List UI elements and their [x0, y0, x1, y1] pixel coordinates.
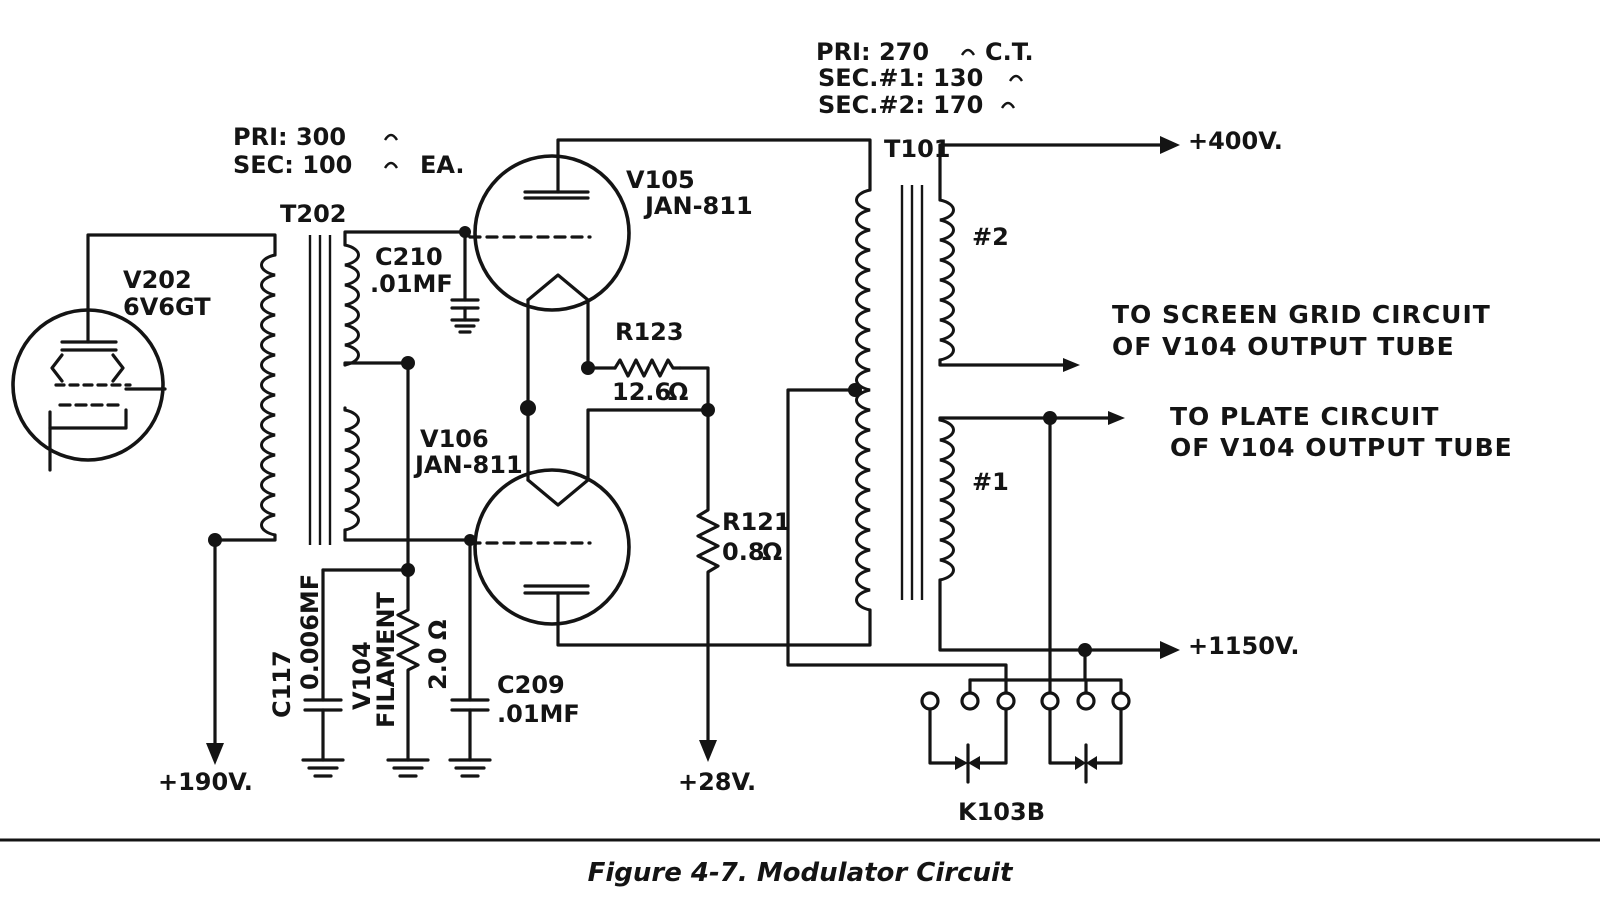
- r121-ohm: Ω: [762, 538, 782, 566]
- c210-ref: C210: [375, 243, 443, 271]
- c210-value: .01MF: [370, 270, 453, 298]
- v104-filament-label: FILAMENT: [372, 591, 400, 728]
- supply-arrows: [206, 136, 1180, 770]
- t101-pri-suffix: C.T.: [985, 38, 1034, 66]
- filament-resistor-ohm: Ω: [424, 620, 452, 640]
- junction-dots: [208, 226, 1092, 657]
- screen-grid-line1: TO SCREEN GRID CIRCUIT: [1112, 300, 1491, 329]
- t101-ref: T101: [884, 135, 950, 163]
- k103b-ref: K103B: [958, 798, 1045, 826]
- c117-value: 0.006MF: [296, 574, 324, 690]
- plate-circuit-line2: OF V104 OUTPUT TUBE: [1170, 433, 1513, 462]
- r121-ref: R121: [722, 508, 791, 536]
- v104-filament-ref: V104: [348, 641, 376, 710]
- r123-ohm: Ω: [668, 378, 688, 406]
- v106-type: JAN-811: [413, 451, 523, 479]
- ac-symbol-icon: [960, 48, 976, 56]
- r123-value: 12.6: [612, 378, 671, 406]
- v202-ref: V202: [123, 266, 192, 294]
- k103b-contacts: [920, 691, 1131, 784]
- c117-ref: C117: [268, 650, 296, 718]
- supply-400v: +400V.: [1188, 127, 1283, 155]
- v106-tube: [468, 468, 631, 626]
- t101-sec1: SEC.#1: 130: [818, 64, 983, 92]
- v105-ref: V105: [626, 166, 695, 194]
- t101-winding-1: #1: [972, 468, 1009, 496]
- r123-ref: R123: [615, 318, 684, 346]
- t202-transformer: [260, 235, 360, 545]
- ac-symbol-icon: [383, 133, 399, 141]
- ac-symbol-icon: [1000, 101, 1016, 109]
- figure-caption: Figure 4-7. Modulator Circuit: [587, 858, 1013, 888]
- screen-grid-line2: OF V104 OUTPUT TUBE: [1112, 332, 1455, 361]
- t202-ref: T202: [280, 200, 346, 228]
- t101-pri: PRI: 270: [816, 38, 929, 66]
- ground-symbols: [301, 758, 492, 778]
- t101-sec2: SEC.#2: 170: [818, 91, 983, 119]
- wiring: [86, 138, 1162, 784]
- supply-1150v: +1150V.: [1188, 632, 1300, 660]
- t202-pri: PRI: 300: [233, 123, 346, 151]
- c209-value: .01MF: [497, 700, 580, 728]
- v105-type: JAN-811: [643, 192, 753, 220]
- plate-circuit-line1: TO PLATE CIRCUIT: [1170, 402, 1439, 431]
- t202-sec: SEC: 100: [233, 151, 352, 179]
- v105-tube: [468, 154, 631, 312]
- t101-transformer: [855, 185, 955, 612]
- t202-sec-suffix: EA.: [420, 151, 465, 179]
- r121-value: 0.8: [722, 538, 765, 566]
- supply-28v: +28V.: [678, 768, 756, 796]
- ac-symbol-icon: [383, 161, 399, 169]
- supply-190v: +190V.: [158, 768, 253, 796]
- v106-ref: V106: [420, 425, 489, 453]
- t101-winding-2: #2: [972, 223, 1009, 251]
- c209-ref: C209: [497, 671, 565, 699]
- ac-symbol-icon: [1008, 74, 1024, 82]
- v202-type: 6V6GT: [123, 293, 211, 321]
- filament-resistor-value: 2.0: [424, 647, 452, 690]
